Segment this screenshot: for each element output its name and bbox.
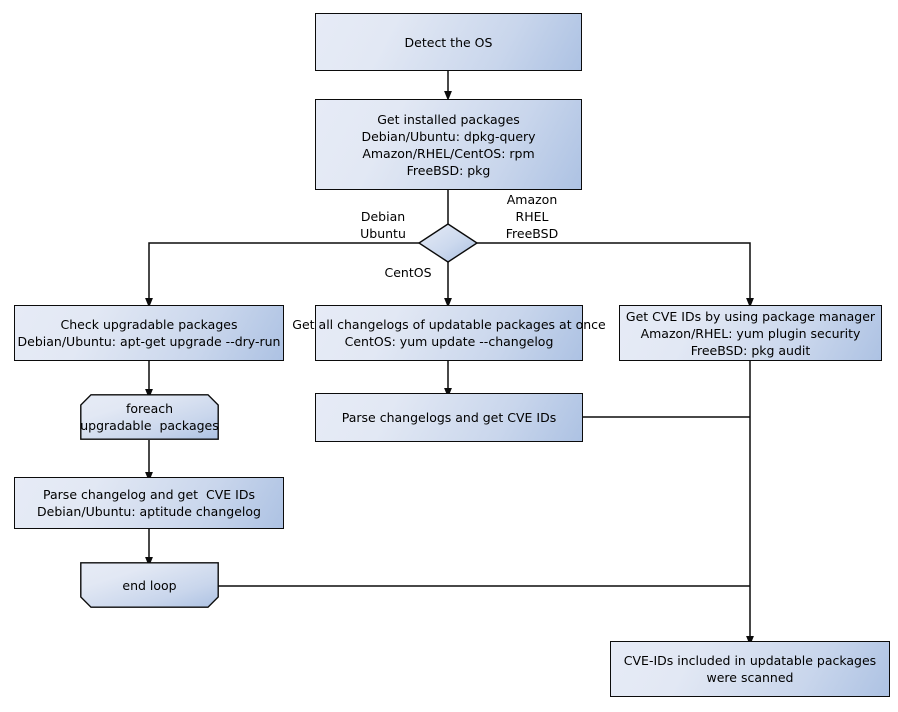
- node-get-all-changelogs-line2: CentOS: yum update --changelog: [344, 334, 554, 349]
- node-scan-complete-line2: were scanned: [706, 670, 794, 685]
- node-scan-complete-line1: CVE-IDs included in updatable packages: [623, 653, 877, 668]
- node-end-loop[interactable]: end loop: [80, 562, 219, 608]
- loop-end-shape: [80, 562, 219, 608]
- edge-decision-left: [145, 242, 419, 308]
- node-foreach-line1: foreach: [125, 401, 174, 416]
- node-get-installed-packages[interactable]: Get installed packages Debian/Ubuntu: dp…: [315, 99, 582, 190]
- node-scan-complete[interactable]: CVE-IDs included in updatable packages w…: [610, 641, 890, 697]
- node-get-cve-line3: FreeBSD: pkg audit: [690, 342, 811, 358]
- node-get-all-changelogs-line1: Get all changelogs of updatable packages…: [292, 317, 606, 332]
- node-parse-changelog-line2: Debian/Ubuntu: aptitude changelog: [37, 504, 261, 519]
- node-get-all-changelogs[interactable]: Get all changelogs of updatable packages…: [292, 305, 606, 361]
- node-get-cve-line1: Get CVE IDs by using package manager: [625, 308, 876, 324]
- edge-decision-right: [477, 242, 754, 308]
- node-check-upgradable-line1: Check upgradable packages: [60, 317, 238, 332]
- node-parse-changelogs-multi-label: Parse changelogs and get CVE IDs: [341, 410, 557, 425]
- node-parse-changelogs-multi[interactable]: Parse changelogs and get CVE IDs: [315, 393, 583, 442]
- node-get-cve-line2: Amazon/RHEL: yum plugin security: [640, 325, 861, 341]
- node-parse-changelog-line1: Parse changelog and get CVE IDs: [43, 487, 255, 502]
- node-foreach-line2: upgradable packages: [80, 418, 219, 433]
- node-get-installed-line2: Debian/Ubuntu: dpkg-query: [361, 128, 536, 144]
- node-get-installed-line3: Amazon/RHEL/CentOS: rpm: [362, 145, 535, 161]
- node-detect-os[interactable]: Detect the OS: [315, 13, 582, 71]
- node-get-cve-package-manager[interactable]: Get CVE IDs by using package manager Ama…: [619, 305, 882, 361]
- node-check-upgradable-packages[interactable]: Check upgradable packages Debian/Ubuntu:…: [14, 305, 284, 361]
- loop-start-shape: [80, 394, 219, 440]
- node-get-installed-line4: FreeBSD: pkg: [406, 162, 491, 178]
- node-foreach-loop-start[interactable]: foreach upgradable packages: [80, 394, 219, 440]
- decision-diamond: [417, 223, 479, 263]
- node-detect-os-label: Detect the OS: [404, 34, 493, 50]
- node-end-loop-label: end loop: [122, 577, 177, 593]
- node-parse-changelog-single[interactable]: Parse changelog and get CVE IDs Debian/U…: [14, 477, 284, 529]
- edge-label-centos: CentOS: [384, 265, 432, 280]
- node-check-upgradable-line2: Debian/Ubuntu: apt-get upgrade --dry-run: [17, 334, 281, 349]
- node-get-installed-line1: Get installed packages: [377, 111, 520, 127]
